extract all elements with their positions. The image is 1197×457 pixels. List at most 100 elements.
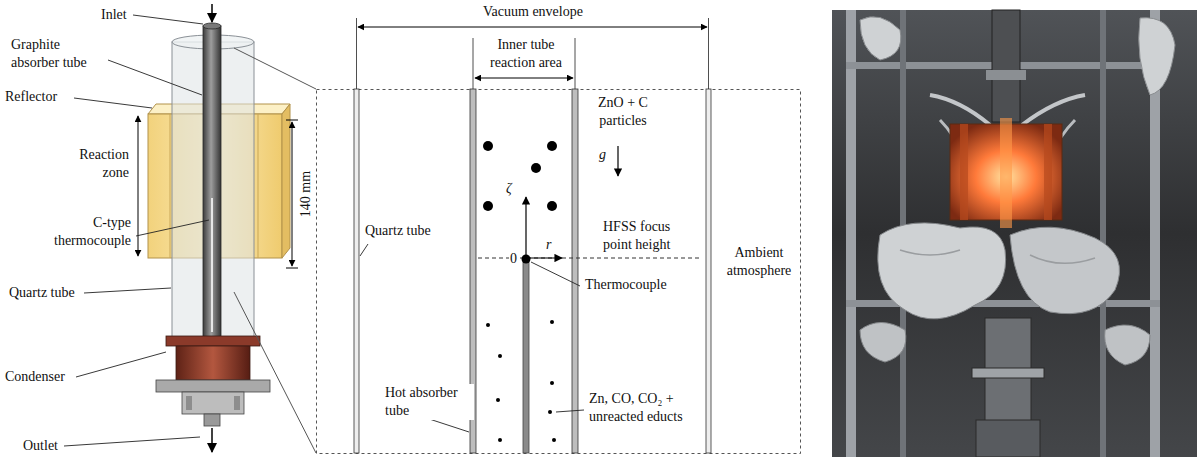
reflector-block	[170, 114, 171, 258]
extension-line	[708, 18, 709, 89]
flow-arrow	[211, 4, 213, 22]
photograph	[1000, 118, 1012, 228]
reflector-block	[282, 104, 290, 258]
leader-line	[531, 262, 580, 286]
dimension-label: Vacuum envelope	[482, 3, 584, 21]
flow-arrow	[211, 4, 213, 452]
reactant-particle	[483, 141, 493, 151]
part-label: Thermocouple	[584, 276, 668, 294]
condenser	[156, 336, 270, 426]
reactant-particle	[531, 163, 541, 173]
leader-line	[133, 15, 203, 24]
photograph	[832, 10, 1197, 457]
graphite-absorber-tube	[203, 23, 221, 388]
photograph	[900, 250, 1095, 263]
graphite-absorber-tube	[203, 26, 221, 388]
product-particle	[550, 381, 554, 385]
product-particle	[498, 438, 502, 442]
photograph	[992, 10, 1020, 122]
axis-symbol: ζ	[505, 180, 513, 198]
thermocouple-rod	[522, 255, 531, 264]
product-particle	[552, 438, 556, 442]
condenser	[166, 336, 260, 346]
part-label: Reflector	[4, 88, 58, 106]
product-particle	[496, 398, 500, 402]
reactant-particle	[547, 201, 557, 211]
product-particle	[550, 320, 554, 324]
photograph	[1010, 227, 1120, 313]
part-label: Hot absorber tube	[384, 384, 474, 420]
photograph	[878, 223, 1006, 319]
extension-line	[356, 18, 357, 89]
dimension-label: 140 mm	[297, 170, 315, 218]
part-label: Inlet	[100, 6, 128, 24]
leader-line	[64, 437, 200, 446]
leader-line	[136, 220, 209, 236]
thermocouple-rod	[212, 198, 213, 332]
photograph	[860, 17, 901, 60]
leader-line	[76, 352, 166, 377]
part-label: Condenser	[4, 368, 66, 386]
product-particle	[486, 323, 490, 327]
part-label: Reaction zone	[58, 146, 130, 182]
annotation: HFSS focus point height	[602, 218, 694, 254]
extension-line	[575, 38, 576, 89]
schematic-frame	[317, 90, 801, 454]
leader-line	[74, 98, 152, 108]
axis-symbol: r	[545, 236, 552, 254]
tube-wall	[572, 89, 578, 453]
tube-wall	[354, 89, 359, 453]
photograph	[986, 70, 1026, 80]
photograph	[1022, 95, 1085, 125]
leader-line	[360, 244, 584, 432]
dimension-line	[292, 122, 293, 266]
axis-arrow	[617, 146, 618, 176]
condenser	[176, 346, 250, 380]
photograph	[972, 368, 1044, 378]
zoom-line	[234, 48, 316, 89]
condenser	[182, 392, 244, 414]
part-label: C-type thermocouple	[38, 214, 132, 250]
axis-symbol: 0	[509, 250, 518, 268]
condenser	[186, 396, 192, 410]
leader-line	[360, 244, 368, 256]
dimension-arrow	[475, 78, 573, 79]
axis-symbol: g	[598, 146, 607, 164]
region-label: Ambient atmosphere	[718, 244, 800, 280]
part-label: Outlet	[22, 437, 59, 455]
dimension-line	[286, 268, 298, 269]
extension-line	[473, 38, 474, 89]
reactant-particle	[547, 141, 557, 151]
schematic-frame	[317, 90, 801, 454]
photograph	[860, 323, 906, 363]
photograph	[1105, 325, 1150, 365]
reactant-particle	[483, 141, 557, 211]
dimension-arrow	[358, 27, 707, 78]
extension-line	[357, 18, 709, 89]
axis-arrow	[525, 197, 526, 256]
product-particle	[486, 320, 556, 442]
leader-line	[108, 60, 202, 95]
condenser	[204, 414, 220, 426]
condenser	[156, 380, 270, 392]
dimension-line	[138, 116, 298, 268]
thermocouple-rod	[523, 260, 529, 453]
graphite-absorber-tube	[203, 23, 221, 29]
photograph	[976, 420, 1040, 457]
reactant-particle	[483, 201, 493, 211]
photograph	[1139, 18, 1175, 95]
photograph	[960, 124, 968, 220]
photograph	[1044, 124, 1052, 220]
photograph	[1100, 10, 1106, 457]
axis-arrow	[528, 257, 562, 258]
zoom-line	[234, 292, 316, 453]
thermocouple-rod	[522, 255, 531, 454]
tube-wall	[354, 89, 711, 453]
thermocouple-rod	[211, 198, 213, 332]
flow-arrow	[211, 428, 213, 452]
tube-wall	[706, 89, 711, 453]
part-label: Quartz tube	[364, 222, 432, 240]
dimension-line	[286, 120, 298, 121]
